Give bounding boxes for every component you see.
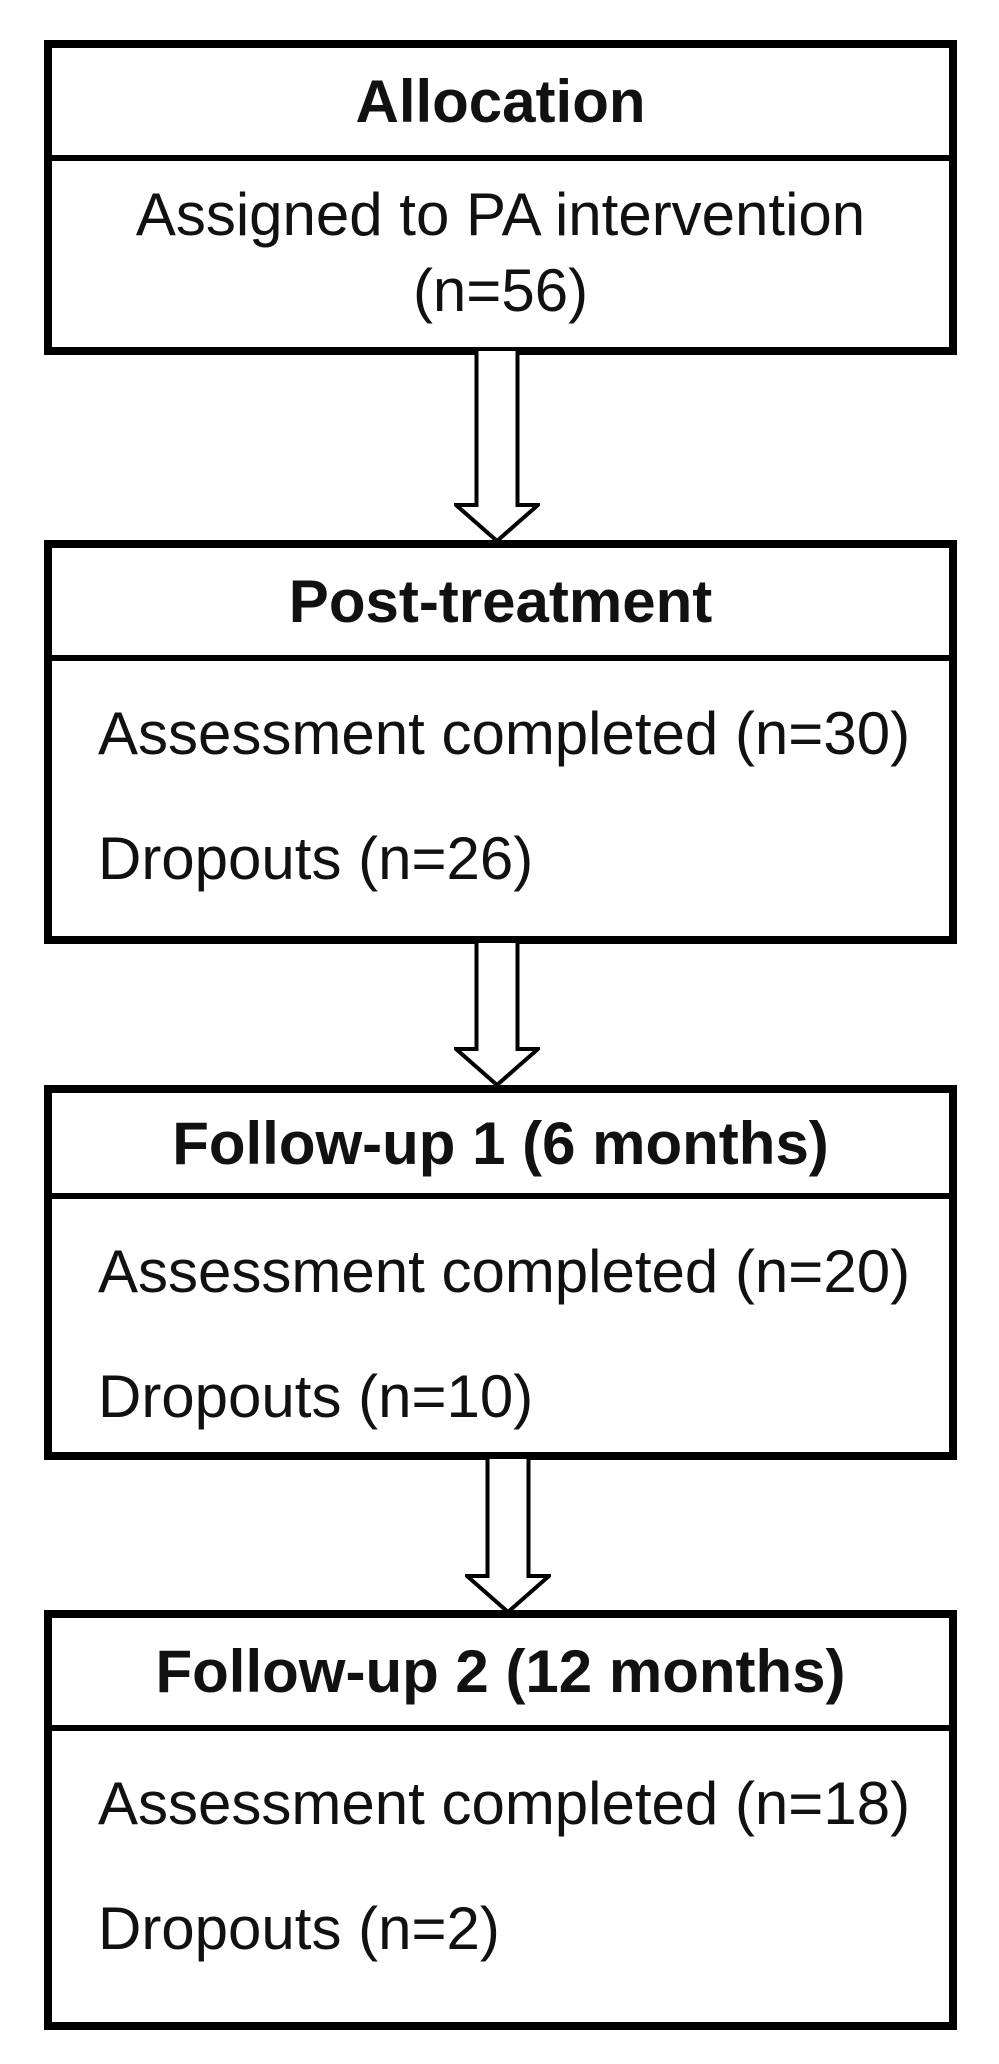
stage-body-line: Assessment completed (n=18) bbox=[98, 1770, 911, 1837]
stage-header: Allocation bbox=[52, 48, 949, 161]
stage-box-post-treatment: Post-treatment Assessment completed (n=3… bbox=[44, 540, 957, 944]
stage-body-line: Dropouts (n=26) bbox=[98, 825, 534, 892]
stage-header: Follow-up 2 (12 months) bbox=[52, 1618, 949, 1731]
stage-body-line: Dropouts (n=2) bbox=[98, 1895, 500, 1962]
stage-body: Assessment completed (n=18) Dropouts (n=… bbox=[52, 1731, 949, 1968]
down-arrow-icon bbox=[465, 1457, 551, 1614]
stage-body: Assessment completed (n=20) Dropouts (n=… bbox=[52, 1199, 949, 1436]
stage-header: Follow-up 1 (6 months) bbox=[52, 1093, 949, 1199]
stage-box-follow-up-2: Follow-up 2 (12 months) Assessment compl… bbox=[44, 1610, 957, 2030]
down-arrow-icon bbox=[454, 349, 540, 543]
stage-body-line: Dropouts (n=10) bbox=[98, 1363, 534, 1430]
stage-body-line: Assigned to PA intervention (n=56) bbox=[135, 181, 866, 324]
stage-body-line: Assessment completed (n=30) bbox=[98, 700, 911, 767]
down-arrow-icon bbox=[454, 941, 540, 1087]
stage-body: Assigned to PA intervention (n=56) bbox=[52, 161, 949, 345]
stage-header: Post-treatment bbox=[52, 548, 949, 661]
stage-body: Assessment completed (n=30) Dropouts (n=… bbox=[52, 661, 949, 898]
stage-body-line: Assessment completed (n=20) bbox=[98, 1238, 911, 1305]
stage-box-allocation: Allocation Assigned to PA intervention (… bbox=[44, 40, 957, 355]
stage-box-follow-up-1: Follow-up 1 (6 months) Assessment comple… bbox=[44, 1085, 957, 1460]
